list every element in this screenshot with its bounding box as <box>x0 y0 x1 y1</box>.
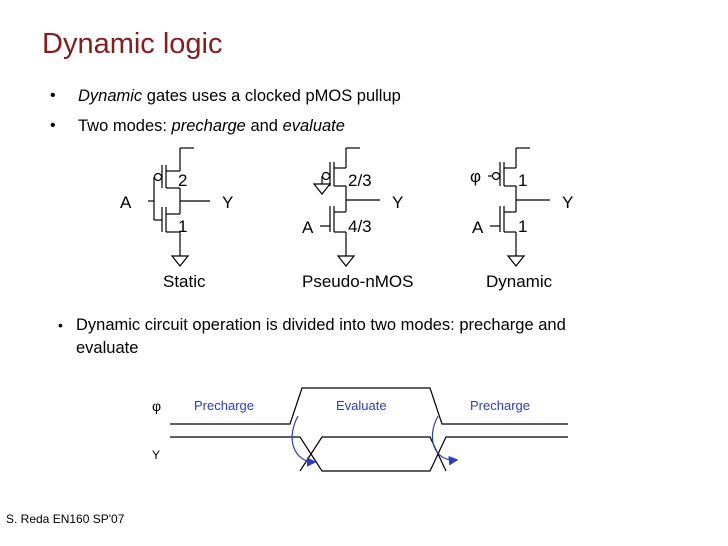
phase-label-evaluate: Evaluate <box>336 398 387 413</box>
output-waveform-bottom <box>299 436 447 472</box>
static-output-label: Y <box>222 193 233 212</box>
evaluate-to-precharge-arrow <box>431 415 459 466</box>
clock-waveform <box>170 387 568 425</box>
bullet-item: Dynamic gates uses a clocked pMOS pullup <box>48 84 401 114</box>
dynamic-nmos-size: 1 <box>518 217 527 236</box>
slide-title: Dynamic logic <box>42 28 223 60</box>
timing-clock-label: φ <box>152 398 161 414</box>
dynamic-pmos-size: 1 <box>518 171 527 190</box>
slide-footer: S. Reda EN160 SP'07 <box>6 512 125 526</box>
output-waveform-top <box>170 436 568 472</box>
pseudo-nmos-size: 4/3 <box>348 217 372 236</box>
dynamic-input-label: A <box>472 218 484 237</box>
bullet-emphasis: Dynamic <box>78 87 143 105</box>
phase-label-precharge-2: Precharge <box>470 398 530 413</box>
dynamic-output-label: Y <box>562 193 573 212</box>
bullet-list: Dynamic gates uses a clocked pMOS pullup… <box>48 84 401 144</box>
bullet-list-2: Dynamic circuit operation is divided int… <box>58 314 578 360</box>
dynamic-gate <box>488 147 550 267</box>
bullet-item: Two modes: precharge and evaluate <box>48 114 401 144</box>
pseudo-nmos-inverter <box>312 147 380 267</box>
static-nmos-size: 1 <box>178 217 187 236</box>
static-caption: Static <box>163 272 206 291</box>
pseudo-input-label: A <box>302 218 314 237</box>
phase-label-precharge-1: Precharge <box>194 398 254 413</box>
precharge-to-evaluate-arrow <box>291 415 317 467</box>
dynamic-caption: Dynamic <box>486 272 553 291</box>
bullet-text: Two modes: <box>78 117 172 135</box>
pseudo-pmos-size: 2/3 <box>348 171 372 190</box>
static-pmos-size: 2 <box>178 171 187 190</box>
bullet-text: gates uses a clocked pMOS pullup <box>142 87 401 105</box>
static-input-label: A <box>120 193 132 212</box>
bullet-item: Dynamic circuit operation is divided int… <box>58 314 578 360</box>
bullet-emphasis: precharge <box>171 117 246 135</box>
bullet-text: and <box>245 117 283 135</box>
bullet-emphasis: evaluate <box>282 117 345 135</box>
timing-output-label: Y <box>152 448 160 462</box>
dynamic-clock-label: φ <box>470 167 481 186</box>
pseudo-output-label: Y <box>392 193 403 212</box>
pseudo-caption: Pseudo-nMOS <box>302 272 414 291</box>
timing-diagram <box>170 387 568 472</box>
static-inverter <box>148 147 210 267</box>
